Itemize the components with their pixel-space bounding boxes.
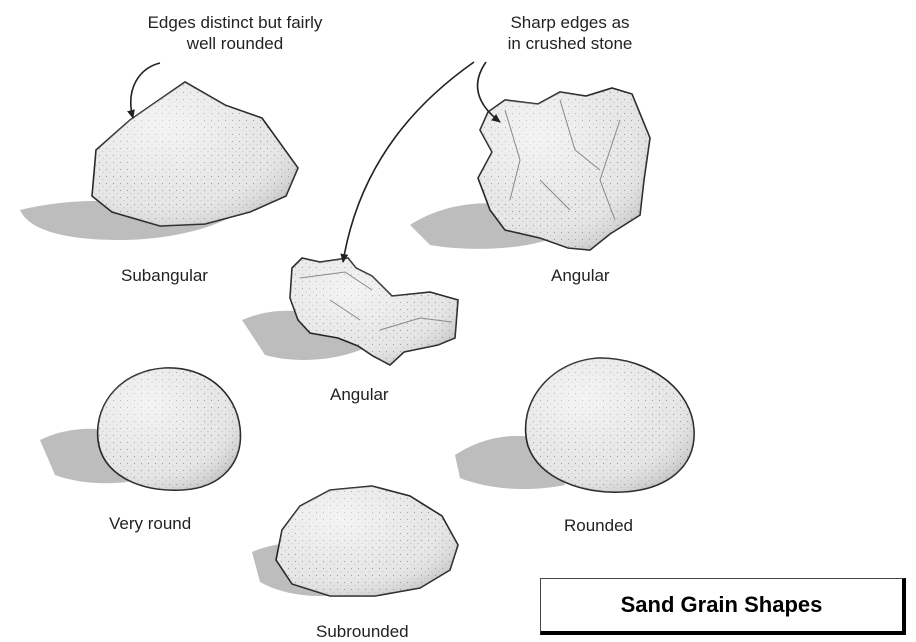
label-rounded: Rounded [564, 516, 633, 536]
label-very-round: Very round [109, 514, 191, 534]
grain-rounded [455, 358, 694, 492]
label-subrounded: Subrounded [316, 622, 409, 642]
angular-note: Sharp edges as in crushed stone [470, 12, 670, 54]
title-box: Sand Grain Shapes [540, 578, 906, 635]
grain-subangular-shading [92, 82, 298, 226]
grain-rounded-shading [526, 358, 695, 492]
subangular-note: Edges distinct but fairly well rounded [105, 12, 365, 54]
subangular-note-line-1: Edges distinct but fairly [105, 12, 365, 33]
subangular-note-line-2: well rounded [105, 33, 365, 54]
grain-subrounded [252, 486, 458, 596]
label-angular-large: Angular [551, 266, 610, 286]
label-angular-small: Angular [330, 385, 389, 405]
grain-very-round [40, 368, 240, 490]
angular-note-line-2: in crushed stone [470, 33, 670, 54]
angular-note-line-1: Sharp edges as [470, 12, 670, 33]
grain-subrounded-shading [276, 486, 458, 596]
grain-subangular [20, 82, 298, 240]
grain-angular-large [410, 88, 650, 250]
diagram-title: Sand Grain Shapes [621, 592, 823, 618]
grain-angular-small [242, 258, 458, 365]
label-subangular: Subangular [121, 266, 208, 286]
